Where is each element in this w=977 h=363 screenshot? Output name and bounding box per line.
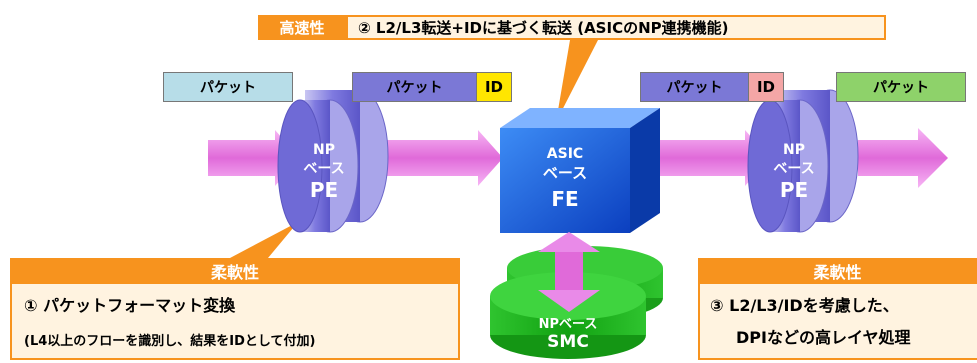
pe-left-shape <box>277 89 389 233</box>
pe-right-line2: ベース <box>773 161 815 177</box>
fe-line1: ASIC <box>546 146 584 162</box>
pe-right-line3: PE <box>779 178 809 202</box>
fe-cube <box>500 108 660 233</box>
packet-3: パケット ID <box>640 72 784 102</box>
flow-arrow-2 <box>380 130 503 186</box>
left-callout-line1: ① パケットフォーマット変換 <box>24 296 236 315</box>
pe-right-shape <box>747 89 859 233</box>
top-callout-pointer <box>556 40 598 122</box>
left-callout-title-text: 柔軟性 <box>210 263 259 282</box>
fe-label: ASIC ベース FE <box>500 146 630 211</box>
right-callout-line1: ③ L2/L3/IDを考慮した、 <box>710 296 899 315</box>
fe-smc-arrow <box>538 232 600 312</box>
packet-id-tag: ID <box>476 73 511 101</box>
right-callout-line2: DPIなどの高レイヤ処理 <box>736 328 911 347</box>
top-callout-body: ② L2/L3転送+IDに基づく転送 (ASICのNP連携機能) <box>346 15 886 40</box>
pe-left-line1: NP <box>313 142 335 158</box>
fe-line3: FE <box>551 187 579 211</box>
packet-label: パケット <box>200 80 256 96</box>
top-callout-text: ② L2/L3転送+IDに基づく転送 (ASICのNP連携機能) <box>358 19 729 37</box>
packet-label: パケット <box>666 80 723 96</box>
pe-left-label: NP ベース PE <box>300 142 348 202</box>
right-callout-title-text: 柔軟性 <box>813 263 862 282</box>
packet-label: パケット <box>873 80 929 96</box>
packet-4: パケット <box>836 72 966 102</box>
smc-line1: NPベース <box>538 317 598 332</box>
right-callout-title: 柔軟性 <box>698 258 977 284</box>
top-callout-tag: 高速性 <box>258 15 346 40</box>
packet-1: パケット <box>163 72 293 102</box>
smc-label: NPベース SMC <box>490 313 646 352</box>
top-callout-tag-text: 高速性 <box>279 19 325 37</box>
right-callout-body: ③ L2/L3/IDを考慮した、 DPIなどの高レイヤ処理 <box>698 284 977 360</box>
flow-arrow-4 <box>858 128 948 188</box>
left-callout-line2: (L4以上のフローを識別し、結果をIDとして付加) <box>24 334 316 349</box>
fe-line2: ベース <box>542 164 588 182</box>
pe-left-line3: PE <box>309 178 339 202</box>
left-callout-pointer <box>230 222 298 258</box>
flow-arrow-1 <box>208 130 300 186</box>
pe-right-line1: NP <box>783 142 805 158</box>
left-callout-body: ① パケットフォーマット変換 (L4以上のフローを識別し、結果をIDとして付加) <box>10 284 460 360</box>
packet-2: パケット ID <box>352 72 512 102</box>
packet-id-tag: ID <box>748 73 783 101</box>
smc-line2: SMC <box>547 332 589 352</box>
packet-label: パケット <box>386 80 443 96</box>
left-callout-title: 柔軟性 <box>10 258 460 284</box>
pe-right-label: NP ベース PE <box>770 142 818 202</box>
flow-arrow-3 <box>660 130 770 186</box>
pe-left-line2: ベース <box>303 161 345 177</box>
